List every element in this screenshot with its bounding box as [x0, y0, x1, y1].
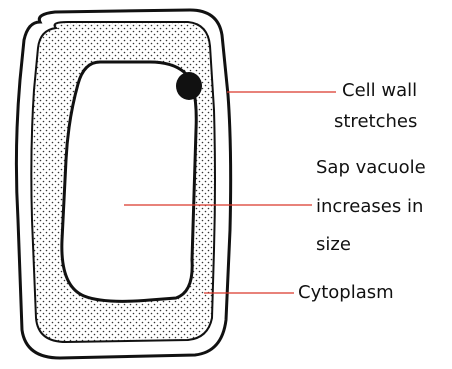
- sap-vacuole: [62, 62, 196, 301]
- label-cell-wall-line1: Cell wall: [342, 80, 417, 102]
- label-vacuole-line2: increases in: [316, 196, 423, 218]
- nucleus: [176, 72, 202, 100]
- label-cytoplasm: Cytoplasm: [298, 282, 394, 304]
- label-vacuole-line3: size: [316, 234, 351, 256]
- label-cell-wall-line2: stretches: [334, 111, 417, 133]
- label-vacuole-line1: Sap vacuole: [316, 157, 426, 179]
